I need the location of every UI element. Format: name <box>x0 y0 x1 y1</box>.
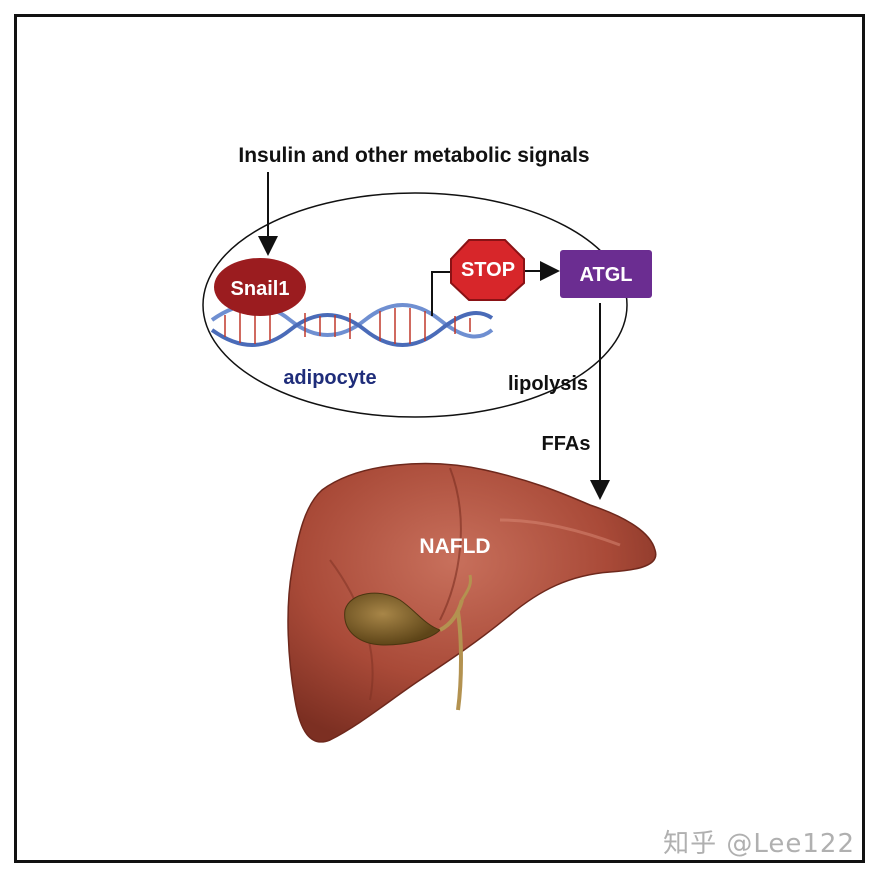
signal-label: Insulin and other metabolic signals <box>238 144 589 167</box>
atgl-label: ATGL <box>580 264 633 286</box>
adipocyte-cell <box>202 192 628 418</box>
stop-sign <box>450 239 525 301</box>
atgl-box <box>560 250 652 298</box>
ffas-label: FFAs <box>542 433 591 455</box>
snail1-label: Snail1 <box>231 278 290 300</box>
stop-label: STOP <box>461 259 515 281</box>
dna-to-stop-connector <box>431 271 452 316</box>
adipocyte-label: adipocyte <box>283 367 376 389</box>
watermark: 知乎 @Lee122 <box>663 829 855 859</box>
figure-frame <box>14 14 865 863</box>
nafld-label: NAFLD <box>419 535 490 558</box>
liver-illustration <box>287 462 657 743</box>
lipolysis-label: lipolysis <box>508 373 588 395</box>
snail1-oval <box>214 258 306 316</box>
